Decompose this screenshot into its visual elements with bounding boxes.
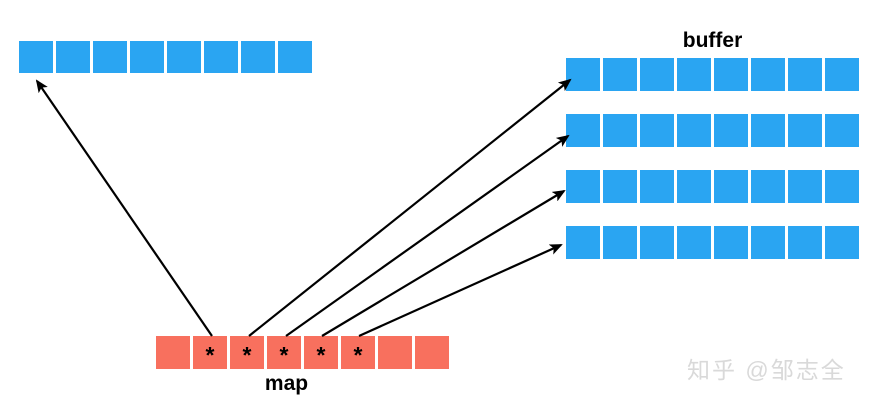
map-cell: * <box>304 336 338 369</box>
buffer-array-1 <box>566 114 859 147</box>
buffer-cell <box>825 170 859 203</box>
pointer-arrow <box>285 134 570 337</box>
pointer-arrow <box>248 78 572 337</box>
buffer-cell <box>566 170 600 203</box>
buffer-cell <box>640 226 674 259</box>
map-cell: * <box>230 336 264 369</box>
map-label: map <box>264 372 309 395</box>
buffer-label: buffer <box>682 29 743 52</box>
asterisk-marker: * <box>242 342 252 368</box>
buffer-cell <box>241 41 275 73</box>
buffer-cell <box>603 58 637 91</box>
buffer-cell <box>56 41 90 73</box>
buffer-cell <box>19 41 53 73</box>
buffer-cell <box>640 114 674 147</box>
buffer-cell <box>788 170 822 203</box>
buffer-cell <box>714 114 748 147</box>
buffer-cell <box>130 41 164 73</box>
buffer-cell <box>93 41 127 73</box>
buffer-cell <box>677 170 711 203</box>
buffer-cell <box>788 58 822 91</box>
map-cell: * <box>341 336 375 369</box>
buffer-cell <box>603 114 637 147</box>
buffer-cell <box>566 58 600 91</box>
buffer-array-0 <box>566 58 859 91</box>
pointer-arrow <box>321 189 566 337</box>
buffer-cell <box>677 226 711 259</box>
buffer-cell <box>714 226 748 259</box>
buffer-cell <box>677 114 711 147</box>
buffer-cell <box>788 114 822 147</box>
buffer-cell <box>603 170 637 203</box>
buffer-cell <box>751 114 785 147</box>
buffer-cell <box>714 170 748 203</box>
pointer-arrow <box>35 79 213 337</box>
buffer-cell <box>677 58 711 91</box>
buffer-cell <box>751 226 785 259</box>
buffer-cell <box>788 226 822 259</box>
buffer-cell <box>825 114 859 147</box>
pointer-arrows <box>35 78 572 338</box>
map-cell <box>156 336 190 369</box>
buffer-array-2 <box>566 170 859 203</box>
asterisk-marker: * <box>316 342 326 368</box>
buffer-cell <box>751 58 785 91</box>
pointer-arrow <box>358 243 563 338</box>
buffer-cell <box>825 226 859 259</box>
buffer-stack <box>566 58 859 259</box>
buffer-cell <box>603 226 637 259</box>
watermark: 知乎 @邹志全 <box>687 357 846 383</box>
asterisk-marker: * <box>205 342 215 368</box>
map-cell <box>378 336 412 369</box>
buffer-cell <box>825 58 859 91</box>
buffer-cell <box>714 58 748 91</box>
buffer-cell <box>278 41 312 73</box>
asterisk-marker: * <box>353 342 363 368</box>
map-cell: * <box>193 336 227 369</box>
buffer-cell <box>566 114 600 147</box>
buffer-cell <box>167 41 201 73</box>
buffer-cell <box>566 226 600 259</box>
map-cell <box>415 336 449 369</box>
map-cell: * <box>267 336 301 369</box>
map-array: * * * * * <box>156 336 449 369</box>
buffer-array-3 <box>566 226 859 259</box>
buffer-cell <box>640 58 674 91</box>
buffer-cell <box>751 170 785 203</box>
buffer-cell <box>204 41 238 73</box>
top-left-buffer-array <box>19 41 312 73</box>
asterisk-marker: * <box>279 342 289 368</box>
buffer-cell <box>640 170 674 203</box>
